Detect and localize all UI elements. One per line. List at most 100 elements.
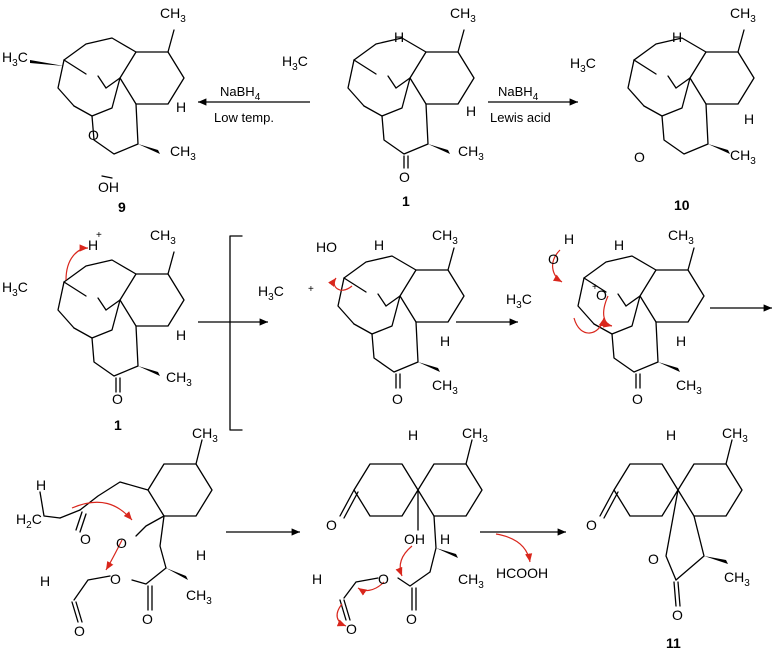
- o-label-2: O: [378, 571, 389, 587]
- ho-label: HO: [316, 239, 337, 255]
- plus-label: +: [96, 230, 102, 241]
- intermediate-ring-opening-labels: O H H CH3 H3C + O H CH3 O: [506, 227, 702, 407]
- h3c-label: H3C: [282, 53, 308, 73]
- ch3-label: CH3: [462, 425, 488, 445]
- o-label-2: O: [648, 551, 659, 567]
- ch3-label: CH3: [150, 227, 176, 247]
- h3c-label: H3C: [2, 49, 28, 69]
- ch3-label-2: CH3: [458, 571, 484, 591]
- h3c-label: H3C: [258, 283, 284, 303]
- h-label-2: H: [440, 531, 450, 547]
- compound-10-structure: [627, 29, 755, 155]
- ch3-label: CH3: [432, 227, 458, 247]
- left-bracket: [229, 235, 243, 431]
- ch3-label-2: CH3: [432, 377, 458, 397]
- h3c-label: H3C: [570, 55, 596, 75]
- h-label: H: [374, 237, 384, 253]
- h-label: H: [564, 231, 574, 247]
- compound-1-labels: CH3 H H3C H CH3 O 1: [282, 5, 484, 209]
- h2c-label: H2C: [16, 511, 42, 531]
- h-label-2: H: [176, 327, 186, 343]
- ch3-label: CH3: [192, 425, 218, 445]
- h-label-2: H: [614, 237, 624, 253]
- condition-label: Low temp.: [214, 110, 274, 125]
- reagent-label: NaBH4: [220, 84, 261, 103]
- o-label: O: [326, 517, 337, 533]
- ch3-label: CH3: [722, 425, 748, 445]
- h-label-2: H: [196, 547, 206, 563]
- ch3-label-2: CH3: [724, 569, 750, 589]
- intermediate-oxonium-labels: HO H CH3 H3C + H CH3 O: [258, 227, 458, 407]
- h-label: H: [408, 427, 418, 443]
- h-label-3: H: [312, 571, 322, 587]
- ch3-label-2: CH3: [676, 377, 702, 397]
- h-label-2: H: [466, 103, 476, 119]
- compound-1-structure: [347, 29, 475, 169]
- compound-number: 1: [402, 193, 410, 209]
- h-label: H: [176, 99, 186, 115]
- ch3-label: CH3: [730, 5, 756, 25]
- compound-number: 9: [118, 199, 126, 215]
- h-label: H: [88, 237, 98, 253]
- h3c-label: H3C: [506, 291, 532, 311]
- h-label: H: [666, 427, 676, 443]
- o-label: O: [399, 169, 410, 185]
- compound-9-structure: [30, 29, 185, 179]
- ch3-label-2: CH3: [730, 147, 756, 167]
- h-label: H: [36, 477, 46, 493]
- h3c-label: H3C: [2, 279, 28, 299]
- h-label-2: H: [744, 111, 754, 127]
- h-label-2: H: [440, 333, 450, 349]
- o-label-2: O: [116, 535, 127, 551]
- ch3-label-2: CH3: [458, 143, 484, 163]
- decalone-intermediate-labels: H CH3 O OH H H O CH3 O O: [312, 425, 488, 637]
- o-label: O: [392, 391, 403, 407]
- h-label: H: [672, 29, 682, 45]
- reaction-arrow-to-10: NaBH4 Lewis acid: [488, 84, 578, 125]
- ch3-label: CH3: [450, 5, 476, 25]
- o-label-3: O: [672, 607, 683, 623]
- oh-label: OH: [98, 179, 119, 195]
- ch3-label-2: CH3: [170, 143, 196, 163]
- intermediate-ring-opening-structure: [552, 247, 705, 389]
- o-label: O: [88, 127, 99, 143]
- o-label: O: [586, 517, 597, 533]
- reaction-arrow-to-9: NaBH4 Low temp.: [198, 84, 310, 125]
- compound-10-labels: CH3 H H3C H O CH3 10: [570, 5, 756, 213]
- o-label-5: O: [142, 611, 153, 627]
- o-label-3: O: [632, 391, 643, 407]
- keto-intermediate-structure: [39, 439, 213, 623]
- o-label: O: [634, 149, 645, 165]
- compound-9-labels: CH3 H3C H O CH3 OH 9: [2, 5, 196, 215]
- compound-1-protonation-labels: H + CH3 H3C H CH3 O 1: [2, 227, 192, 433]
- o-label-4: O: [406, 611, 417, 627]
- compound-number: 11: [666, 635, 681, 651]
- h-label-3: H: [40, 573, 50, 589]
- plus-label: +: [592, 282, 598, 293]
- h-label-3: H: [676, 333, 686, 349]
- ch3-label: CH3: [160, 5, 186, 25]
- decalone-intermediate-structure: [336, 439, 483, 627]
- compound-11-labels: H CH3 O O CH3 O 11: [586, 425, 750, 651]
- o-label-3: O: [346, 621, 357, 637]
- reagent-label: NaBH4: [498, 84, 539, 103]
- o-label: O: [548, 251, 559, 267]
- o-label-3: O: [110, 571, 121, 587]
- plus-label: +: [308, 284, 314, 295]
- side-product-label: HCOOH: [496, 565, 548, 581]
- compound-1-protonation-structure: [57, 244, 185, 393]
- keto-intermediate-labels: H H2C O O CH3 H H O CH3 O O: [16, 425, 218, 639]
- intermediate-oxonium-structure: [328, 247, 465, 389]
- o-label-4: O: [74, 623, 85, 639]
- o-label: O: [112, 391, 123, 407]
- compound-number: 1: [114, 417, 122, 433]
- ch3-label: CH3: [668, 227, 694, 247]
- ch3-label-2: CH3: [186, 587, 212, 607]
- ch3-label-2: CH3: [166, 369, 192, 389]
- oh-label: OH: [404, 531, 425, 547]
- h-label: H: [394, 29, 404, 45]
- o-label: O: [80, 531, 91, 547]
- o-label-2: O: [596, 287, 607, 303]
- compound-number: 10: [674, 197, 690, 213]
